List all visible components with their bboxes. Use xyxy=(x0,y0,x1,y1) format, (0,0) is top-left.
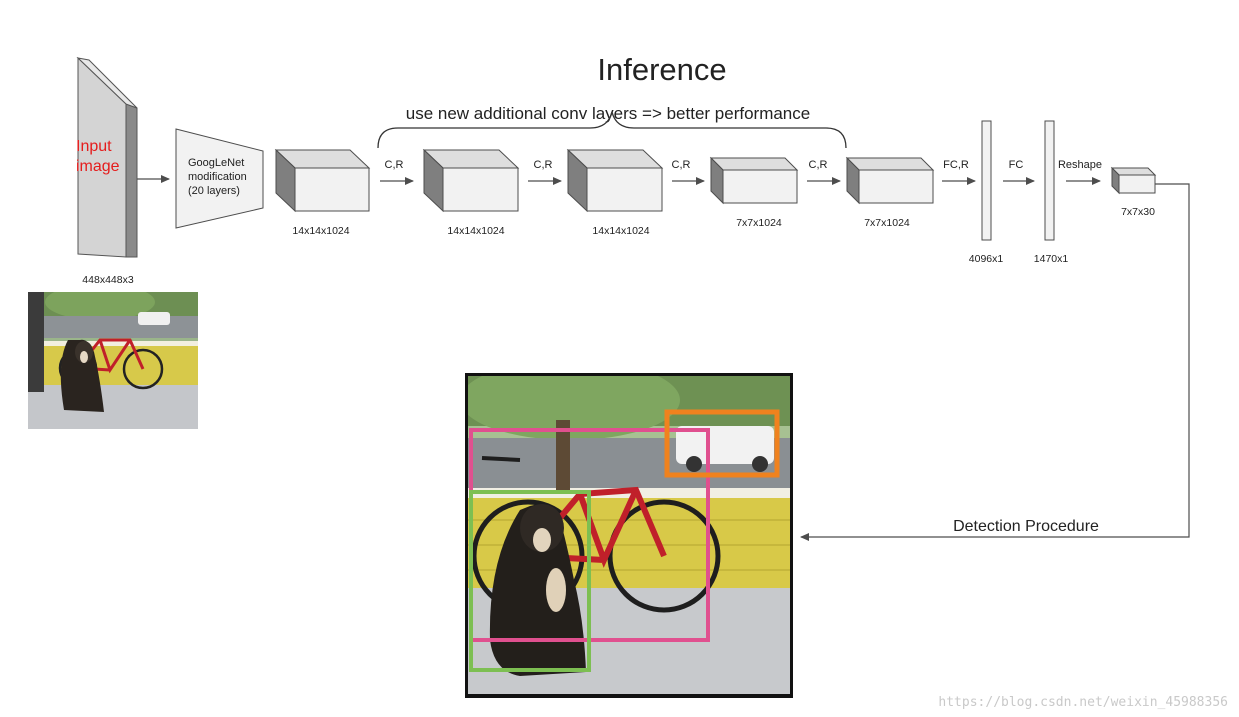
googlenet-block xyxy=(175,128,264,229)
googlenet-label-line3: (20 layers) xyxy=(188,185,240,197)
googlenet-label-line2: modification xyxy=(188,171,247,183)
conv-block-5 xyxy=(845,156,935,205)
detection-box-dog xyxy=(469,490,591,672)
input-dims: 448x448x3 xyxy=(82,274,134,286)
googlenet-label-line1: GoogLeNet xyxy=(188,157,244,169)
block-5-dims: 7x7x1024 xyxy=(864,217,910,229)
subtitle: use new additional conv layers => better… xyxy=(406,104,810,123)
op-label-6: FC xyxy=(1009,159,1024,171)
block-1-dims: 14x14x1024 xyxy=(292,225,349,237)
op-label-4: C,R xyxy=(809,159,828,171)
conv-block-2 xyxy=(422,148,520,213)
op-label-1: C,R xyxy=(385,159,404,171)
fc-layer-2 xyxy=(1044,120,1055,241)
block-3-dims: 14x14x1024 xyxy=(592,225,649,237)
conv-block-3 xyxy=(566,148,664,213)
block-4-dims: 7x7x1024 xyxy=(736,217,782,229)
fc-layer-1 xyxy=(981,120,992,241)
op-label-7: Reshape xyxy=(1058,159,1102,171)
curly-brace xyxy=(377,111,847,149)
op-label-2: C,R xyxy=(534,159,553,171)
output-block xyxy=(1110,166,1157,195)
input-image-label-line1: Input xyxy=(76,138,112,155)
flow-arrows xyxy=(137,175,1190,541)
block-2-dims: 14x14x1024 xyxy=(447,225,504,237)
title: Inference xyxy=(597,52,726,87)
op-label-5: FC,R xyxy=(943,159,969,171)
fc-layer-2-dims: 1470x1 xyxy=(1034,253,1069,265)
output-dims: 7x7x30 xyxy=(1121,206,1155,218)
watermark: https://blog.csdn.net/weixin_45988356 xyxy=(938,695,1228,710)
conv-block-4 xyxy=(709,156,799,205)
detection-procedure-label: Detection Procedure xyxy=(953,518,1099,535)
fc-layer-1-dims: 4096x1 xyxy=(969,253,1004,265)
op-label-3: C,R xyxy=(672,159,691,171)
input-photo xyxy=(28,292,198,429)
input-image-label-line2: image xyxy=(76,158,120,175)
detection-box-car xyxy=(664,409,780,478)
conv-block-1 xyxy=(274,148,371,213)
input-image-slab xyxy=(76,56,138,258)
